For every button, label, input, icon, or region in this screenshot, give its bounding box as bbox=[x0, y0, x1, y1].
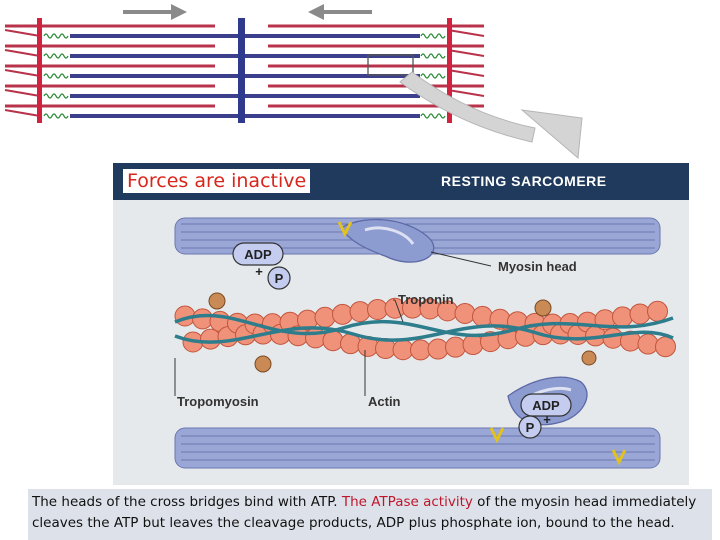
titin-spring bbox=[420, 53, 446, 59]
z-disc-left bbox=[37, 18, 42, 123]
sarcomere-overview-diagram bbox=[4, 4, 583, 160]
actin-bead bbox=[332, 303, 353, 325]
titin-spring bbox=[420, 113, 446, 119]
thin-filament-end bbox=[447, 29, 485, 37]
actin-bead bbox=[472, 305, 493, 327]
sarcomere-closeup-illustration: ADP + P ADP P + bbox=[113, 200, 689, 485]
resting-sarcomere-figure: Forces are inactive RESTING SARCOMERE AD… bbox=[113, 163, 689, 485]
titin-spring bbox=[43, 73, 69, 79]
arrow-left-icon bbox=[308, 4, 372, 20]
thin-filament-end bbox=[447, 69, 485, 77]
titin-spring bbox=[420, 33, 446, 39]
actin-bead bbox=[655, 336, 676, 358]
titin-spring bbox=[43, 33, 69, 39]
cross-bridge-tag bbox=[489, 427, 505, 444]
actin-bead bbox=[427, 338, 449, 360]
caption-highlight: The ATPase activity bbox=[341, 494, 473, 510]
plus-sign-lower: + bbox=[543, 412, 551, 427]
caption-part-2: of the myosin head immediately cleaves t… bbox=[32, 494, 697, 531]
actin-bead bbox=[637, 333, 659, 355]
cross-bridge-tag bbox=[611, 449, 627, 466]
troponin-complex-3 bbox=[534, 299, 552, 317]
caption-text: The heads of the cross bridges bind with… bbox=[28, 489, 712, 534]
troponin-complex-4 bbox=[581, 350, 597, 366]
actin-bead bbox=[445, 336, 466, 358]
label-troponin: Troponin bbox=[398, 292, 454, 307]
titin-spring bbox=[43, 93, 69, 99]
adp-p-bound-upper: ADP + P bbox=[232, 242, 291, 290]
actin-bead bbox=[647, 300, 668, 322]
troponin-complex-2 bbox=[254, 355, 272, 373]
figure-title: RESTING SARCOMERE bbox=[441, 173, 607, 189]
actin-bead bbox=[200, 328, 221, 350]
thin-filament-end bbox=[4, 109, 41, 117]
tropomyosin-strand-a bbox=[174, 313, 674, 338]
curved-arrow-icon bbox=[399, 71, 583, 160]
p-label-lower: P bbox=[526, 420, 535, 435]
p-label-upper: P bbox=[275, 271, 284, 286]
cross-bridge-tag bbox=[337, 221, 353, 238]
label-myosin-head: Myosin head bbox=[498, 259, 577, 274]
zoom-region-box bbox=[367, 54, 414, 76]
thin-filament-end bbox=[4, 89, 41, 97]
actin-bead bbox=[367, 298, 388, 320]
m-line bbox=[238, 18, 245, 123]
actin-bead bbox=[462, 334, 484, 356]
plus-sign-upper: + bbox=[255, 264, 263, 279]
lower-thick-filament bbox=[174, 427, 661, 469]
adp-p-bound-lower: ADP P + bbox=[518, 393, 572, 439]
troponin-complex-1 bbox=[208, 292, 226, 310]
adp-label-upper: ADP bbox=[244, 247, 272, 262]
actin-bead bbox=[192, 308, 213, 330]
caption-part-1: The heads of the cross bridges bind with… bbox=[32, 494, 342, 510]
label-actin: Actin bbox=[368, 394, 401, 409]
actin-bead bbox=[629, 303, 651, 325]
titin-spring bbox=[420, 73, 446, 79]
tropomyosin-strand-b bbox=[174, 324, 674, 344]
slide-heading: Forces are inactive bbox=[123, 169, 311, 193]
actin-bead bbox=[410, 339, 431, 361]
thin-filament-end bbox=[4, 69, 41, 77]
arrow-right-icon bbox=[123, 4, 187, 20]
thin-filament-end bbox=[4, 29, 41, 37]
actin-bead bbox=[314, 306, 336, 328]
figure-header-bar: Forces are inactive RESTING SARCOMERE bbox=[113, 163, 689, 200]
adp-label-lower: ADP bbox=[532, 398, 560, 413]
titin-spring bbox=[43, 53, 69, 59]
actin-bead bbox=[602, 327, 624, 349]
myosin-head-upper bbox=[340, 218, 435, 263]
actin-bead bbox=[349, 301, 371, 323]
thin-filament-end bbox=[447, 49, 485, 57]
actin-bead bbox=[612, 306, 633, 328]
thin-filament-end bbox=[447, 89, 485, 97]
titin-spring bbox=[43, 113, 69, 119]
actin-bead bbox=[454, 302, 476, 324]
thin-filament-end bbox=[4, 49, 41, 57]
z-disc-right bbox=[447, 18, 452, 123]
caption-box: The heads of the cross bridges bind with… bbox=[28, 489, 712, 540]
actin-filament bbox=[174, 297, 676, 361]
label-tropomyosin: Tropomyosin bbox=[177, 394, 259, 409]
actin-bead bbox=[392, 339, 414, 361]
